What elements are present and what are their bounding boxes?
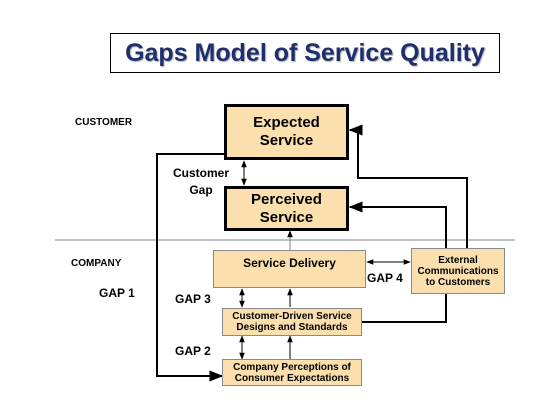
- gap1-connector: [156, 153, 224, 382]
- external-to-perceived-connector: [348, 201, 447, 248]
- designs-standards-box: Customer-Driven Service Designs and Stan…: [222, 308, 362, 336]
- designs-to-external-connector: [362, 294, 447, 323]
- external-to-expected-connector: [348, 124, 468, 248]
- customer-gap-label: Customer Gap: [172, 166, 229, 197]
- gap3-label: GAP 3: [175, 292, 211, 306]
- customer-section-label: CUSTOMER: [75, 117, 133, 128]
- company-perceptions-box: Company Perceptions of Consumer Expectat…: [222, 359, 362, 386]
- gap2-label: GAP 2: [175, 344, 211, 358]
- gap4-label: GAP 4: [367, 271, 403, 285]
- perceived-service-box: Perceived Service: [224, 186, 349, 231]
- service-delivery-box: Service Delivery: [213, 250, 366, 288]
- diagram-title: Gaps Model of Service Quality: [110, 33, 500, 73]
- gap1-label: GAP 1: [99, 286, 135, 300]
- company-section-label: COMPANY: [71, 258, 122, 269]
- expected-service-box: Expected Service: [224, 104, 349, 160]
- external-communications-box: External Communications to Customers: [411, 248, 505, 294]
